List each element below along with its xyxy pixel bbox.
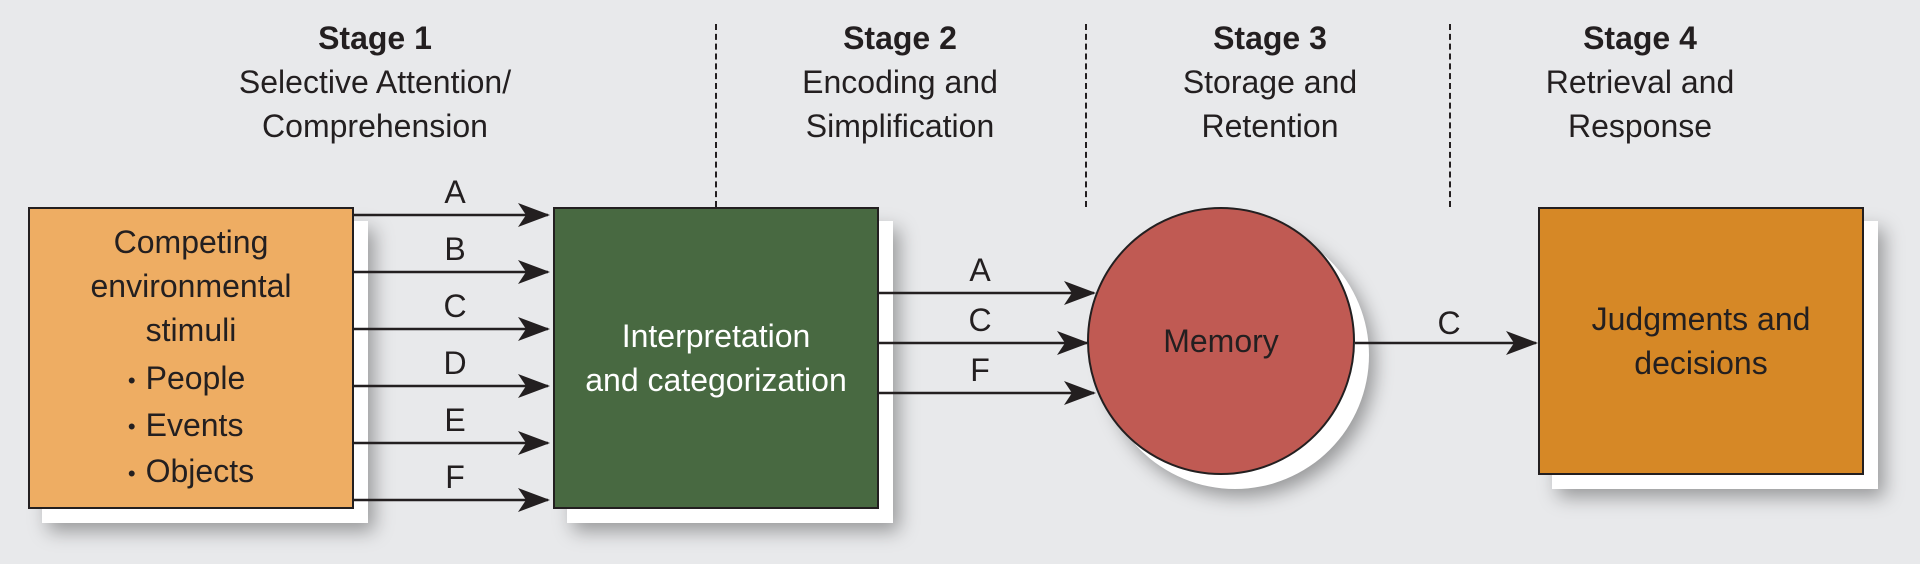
stage-2-line-2: Simplification [805,108,995,144]
memory-circle: Memory [1087,207,1355,475]
stimuli-item-objects: Objects [128,449,254,496]
stage-3-number: Stage 3 [1213,20,1327,56]
judgments-line-2: decisions [1634,345,1768,381]
stage-4-line-2: Response [1567,108,1713,144]
stimuli-line-2: environmental [90,268,292,305]
interpretation-line-1: Interpretation [621,318,811,354]
stage-divider-1 [715,24,717,207]
stage-1-line-1: Selective Attention/ [238,64,512,100]
judgments-line-1: Judgments and [1591,301,1811,337]
arrow-label-a-stage2: A [969,252,991,288]
stimuli-item-people: People [128,356,254,403]
memory-label: Memory [1163,322,1279,359]
judgments-box: Judgments and decisions [1538,207,1864,475]
stage-2-line-1: Encoding and [802,64,998,100]
stimuli-list: People Events Objects [128,356,254,496]
arrow-label-c-stage3: C [1437,305,1460,341]
stage-3-line-1: Storage and [1182,64,1358,100]
stage-divider-2 [1085,24,1087,207]
stimuli-line-1: Competing [113,224,269,261]
arrow-label-a-stage1: A [444,174,466,210]
stage-3-line-2: Retention [1201,108,1339,144]
arrow-label-e-stage1: E [444,402,465,438]
stage-4-header: Stage 4 Retrieval and Response [1490,16,1790,148]
competing-stimuli-box: Competing environmental stimuli People E… [28,207,354,509]
arrow-label-f-stage1: F [445,459,465,495]
stage-4-line-1: Retrieval and [1545,64,1735,100]
stage-2-number: Stage 2 [843,20,957,56]
arrow-label-d-stage1: D [443,345,466,381]
interpretation-box: Interpretation and categorization [553,207,879,509]
stage-2-header: Stage 2 Encoding and Simplification [750,16,1050,148]
arrow-label-c-stage1: C [443,288,466,324]
stimuli-line-3: stimuli [145,312,237,349]
stage-4-number: Stage 4 [1583,20,1697,56]
stimuli-item-events: Events [128,403,254,450]
stage-1-header: Stage 1 Selective Attention/ Comprehensi… [200,16,550,148]
stage-1-line-2: Comprehension [262,108,488,144]
interpretation-line-2: and categorization [585,362,847,398]
arrow-label-c-stage2: C [968,302,991,338]
arrow-label-b-stage1: B [444,231,465,267]
stage-divider-3 [1449,24,1451,207]
stage-1-number: Stage 1 [318,20,432,56]
arrow-label-f-stage2: F [970,352,990,388]
stage-3-header: Stage 3 Storage and Retention [1120,16,1420,148]
